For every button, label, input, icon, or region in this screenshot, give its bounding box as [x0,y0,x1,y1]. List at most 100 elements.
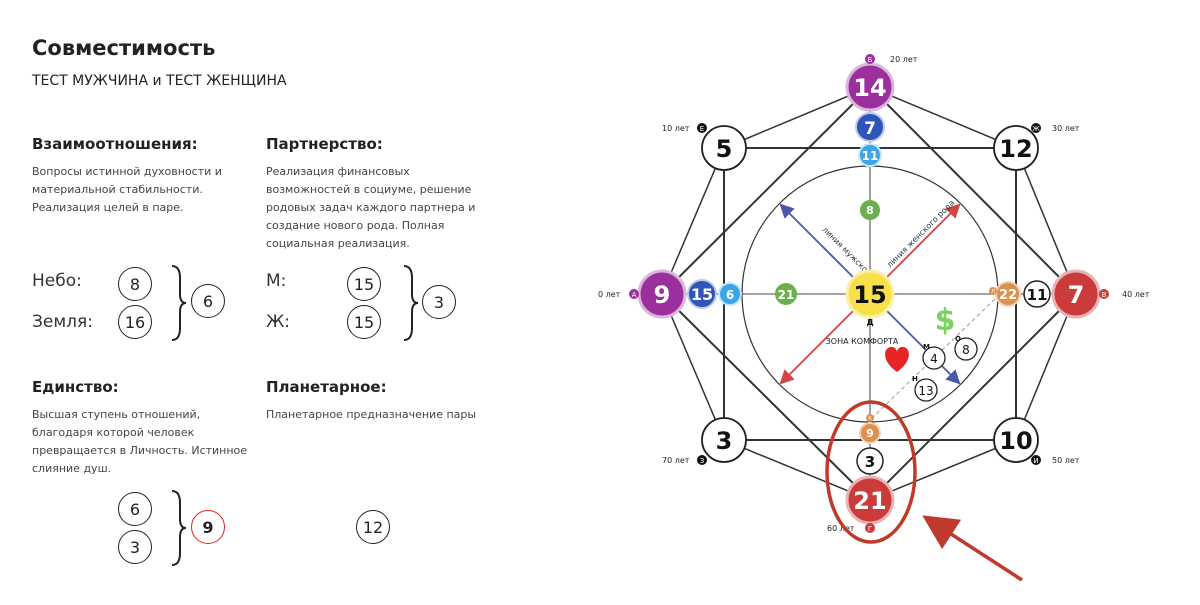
relations-desc: Вопросы истинной духовности и материальн… [32,163,222,217]
partnership-desc-line: родовых задач каждого партнера и [266,201,476,214]
relations-desc-line: Реализация целей в паре. [32,201,184,214]
marker-right-inner: Л [989,287,997,295]
inner-left3: 21 [775,283,797,305]
inner-top2: 11 [858,143,882,167]
letter-n: Н [912,375,918,383]
svg-text:21: 21 [853,487,886,515]
svg-text:Г: Г [868,525,872,533]
earth-label: Земля: [32,312,94,332]
svg-text:Ж: Ж [1032,125,1040,133]
unity-title: Единство: [32,378,119,396]
comfort-c: 13 [914,378,938,402]
unity-value-1: 6 [118,492,152,526]
inner-bottom1: 9 [859,422,881,444]
svg-text:15: 15 [691,285,713,304]
relations-title: Взаимоотношения: [32,135,198,153]
svg-text:8: 8 [962,343,970,357]
svg-text:10: 10 [999,427,1032,455]
inner-right2: 11 [1023,280,1051,308]
planetary-desc: Планетарное предназначение пары [266,406,476,424]
outer-tr: 12 [993,125,1039,171]
planetary-value: 12 [356,510,390,544]
marker-left: А 0 лет [598,289,639,299]
planetary-desc-line: Планетарное предназначение пары [266,408,477,421]
svg-text:15: 15 [853,281,886,309]
svg-text:11: 11 [1027,286,1048,304]
partnership-desc: Реализация финансовых возможностей в соц… [266,163,475,253]
unity-desc: Высшая ступень отношений, благодаря кото… [32,406,247,478]
zh-label: Ж: [266,312,291,332]
svg-text:З: З [700,457,705,465]
relations-desc-line: Вопросы истинной духовности и [32,165,222,178]
svg-text:К: К [868,416,872,422]
unity-desc-line: слияние душ. [32,462,112,475]
outer-left: 9 [637,269,687,319]
comfort-a: 4 [922,346,946,370]
earth-value: 16 [118,305,152,339]
svg-text:7: 7 [1068,281,1085,309]
letter-o: О [955,335,961,343]
svg-text:И: И [1033,457,1038,465]
marker-bottom-inner: К [866,414,874,422]
highlight-ellipse [825,400,917,544]
inner-right1: 22 [995,281,1021,307]
m-label: М: [266,271,287,291]
unity-brace-icon [171,490,187,566]
svg-text:9: 9 [866,427,874,440]
svg-text:9: 9 [654,281,671,309]
highlight-arrow [922,515,1023,582]
svg-text:30 лет: 30 лет [1052,124,1080,133]
inner-bottom2: 3 [856,447,884,475]
svg-text:11: 11 [862,149,879,163]
matrix-diagram: линия мужского рода линия женского рода … [598,54,1150,582]
marker-tr: Ж 30 лет [1031,123,1080,133]
female-line-label: линия женского рода [885,198,956,269]
unity-desc-line: превращается в Личность. Истинное [32,444,248,457]
outer-bottom: 21 [845,475,895,525]
dollar-icon: $ [935,303,956,338]
svg-text:20 лет: 20 лет [890,55,918,64]
marker-top: Б 20 лет [865,54,918,64]
outer-tl: 5 [701,125,747,171]
svg-text:3: 3 [865,453,875,471]
svg-text:В: В [1102,291,1107,299]
relations-desc-line: материальной стабильности. [32,183,203,196]
inner-top3: 8 [860,200,880,220]
page-title: Совместимость [32,36,216,60]
planetary-title: Планетарное: [266,378,387,396]
heart-icon [885,346,909,372]
comfort-dashed-line [869,293,1001,421]
marker-br: И 50 лет [1031,455,1080,465]
svg-text:13: 13 [918,384,933,398]
svg-text:7: 7 [864,119,876,139]
center-point: 15 [845,269,895,319]
letter-m: М [923,343,930,351]
comfort-zone-label: ЗОНА КОМФОРТА [826,337,899,346]
svg-text:22: 22 [999,288,1017,303]
outer-br: 10 [993,417,1039,463]
svg-text:8: 8 [866,204,874,217]
sky-value: 8 [118,267,152,301]
unity-desc-line: Высшая ступень отношений, [32,408,201,421]
comfort-b: 8 [954,337,978,361]
page-subtitle: ТЕСТ МУЖЧИНА и ТЕСТ ЖЕНЩИНА [32,73,287,89]
unity-desc-line: благодаря которой человек [32,426,195,439]
svg-text:4: 4 [930,352,938,366]
svg-text:40 лет: 40 лет [1122,290,1150,299]
svg-text:50 лет: 50 лет [1052,456,1080,465]
partnership-desc-line: возможностей в социуме, решение [266,183,472,196]
partnership-sum: 3 [422,285,456,319]
partnership-desc-line: Реализация финансовых [266,165,410,178]
center-letter: Д [866,318,873,327]
partnership-title: Партнерство: [266,135,383,153]
svg-text:60 лет: 60 лет [827,524,855,533]
svg-text:Л: Л [991,289,995,295]
outer-top: 14 [845,62,895,112]
marker-bl: З 70 лет [662,455,707,465]
svg-text:6: 6 [726,288,734,302]
marker-bottom: Г 60 лет [827,523,875,533]
sky-label: Небо: [32,271,82,291]
marker-right: В 40 лет [1099,289,1150,299]
relations-brace-icon [171,265,187,341]
marker-tl: Е 10 лет [662,123,707,133]
